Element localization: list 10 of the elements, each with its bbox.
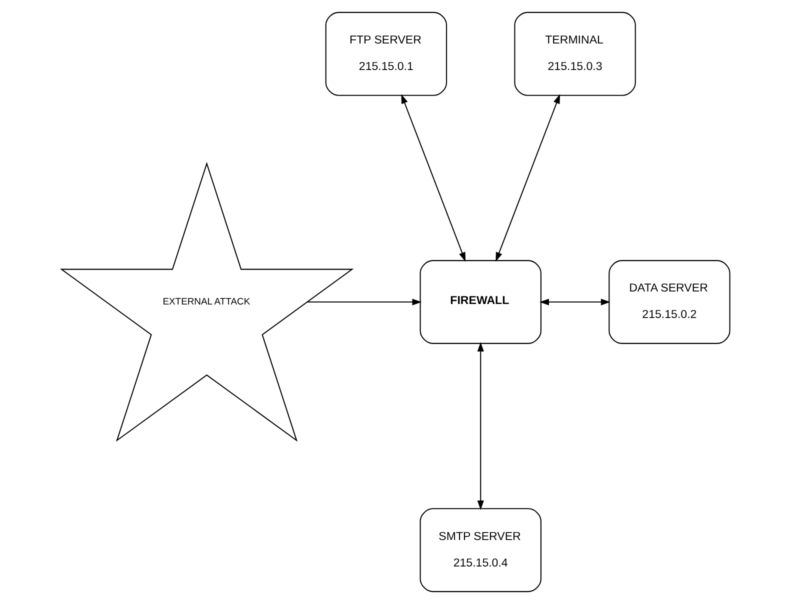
node-box: DATA SERVER 215.15.0.2 xyxy=(608,260,730,344)
arrow xyxy=(307,298,422,306)
arrow xyxy=(400,94,466,262)
node-box: TERMINAL 215.15.0.3 xyxy=(514,12,636,96)
arrow xyxy=(495,94,560,262)
node-box: FIREWALL xyxy=(419,260,541,344)
node-box: SMTP SERVER 215.15.0.4 xyxy=(419,508,541,592)
arrow xyxy=(476,342,484,510)
node-box: FTP SERVER 215.15.0.1 xyxy=(324,12,447,96)
arrow xyxy=(539,298,610,306)
